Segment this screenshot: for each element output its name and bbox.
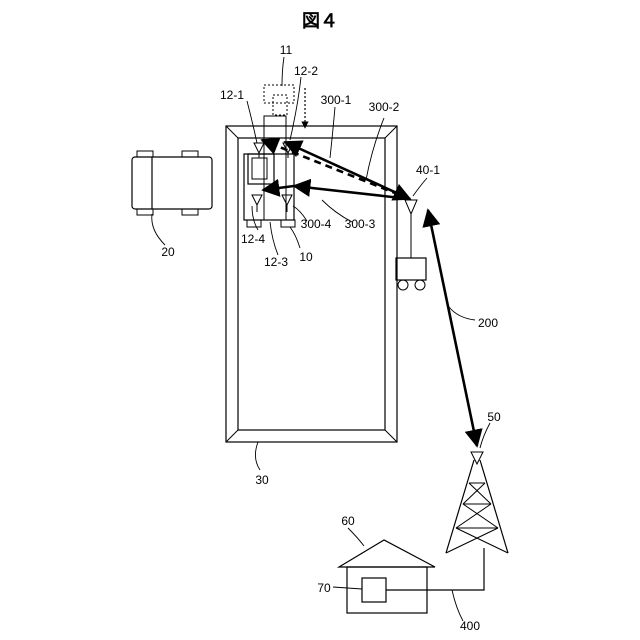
label-300-4: 300-4 [301,217,332,231]
label-12-1: 12-1 [220,88,244,102]
antenna-12-3 [282,195,292,212]
figure-title: 図４ [302,11,338,32]
label-11: 11 [280,43,293,57]
house-60 [339,540,435,613]
label-20: 20 [161,245,175,259]
label-300-1: 300-1 [321,93,352,107]
label-50: 50 [487,410,501,424]
label-400: 400 [460,619,480,633]
link-300-4 [263,186,294,190]
device-70 [362,578,386,602]
label-30: 30 [255,473,269,487]
line-400 [386,548,484,590]
vehicle-20 [132,151,212,215]
link-200 [428,210,477,446]
label-40-1: 40-1 [416,163,440,177]
tower-50 [446,452,508,553]
leader-lines [152,57,490,621]
antenna-12-4 [252,195,262,212]
label-200: 200 [478,316,498,330]
label-70: 70 [317,581,331,595]
label-12-3: 12-3 [264,255,288,269]
label-10: 10 [299,250,313,264]
label-12-4: 12-4 [241,232,265,246]
label-60: 60 [341,514,355,528]
label-12-2: 12-2 [294,64,318,78]
external-unit-11 [264,85,294,115]
label-300-3: 300-3 [345,217,376,231]
link-300-1 [285,142,410,199]
terminal-40-1 [396,200,426,290]
label-300-2: 300-2 [369,100,400,114]
antenna-12-1 [254,143,264,158]
